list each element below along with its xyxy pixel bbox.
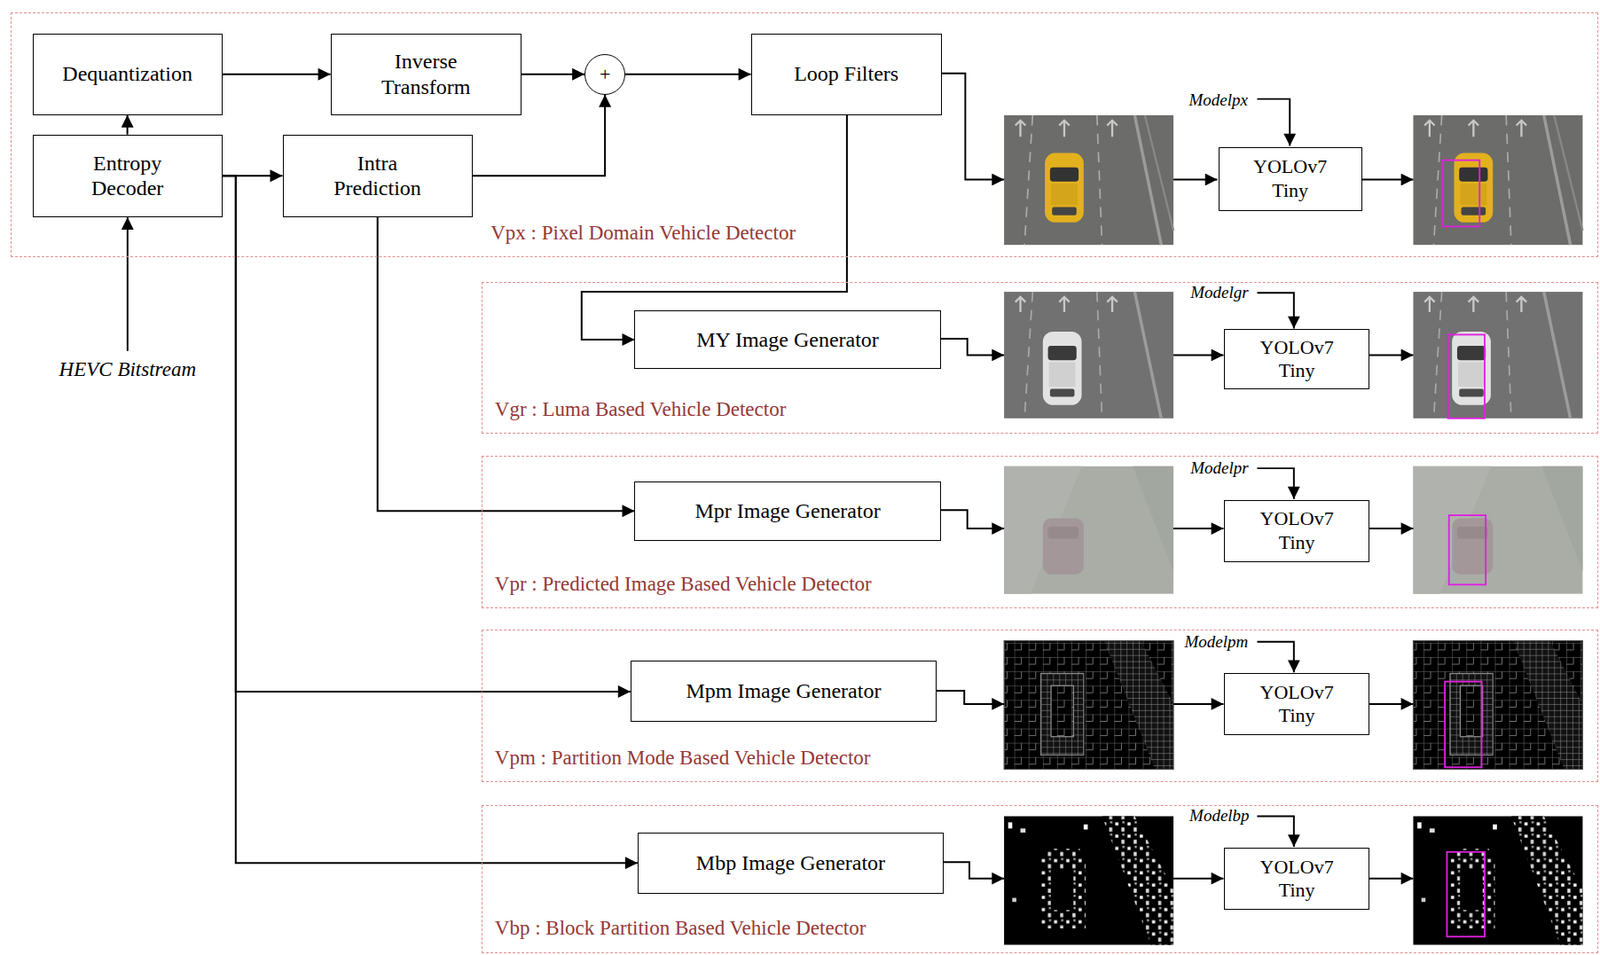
bounding-box	[1443, 160, 1480, 228]
model-label: Modelbp	[1189, 806, 1250, 826]
process-box: Loop Filters	[751, 33, 942, 116]
flow-arrow	[521, 73, 585, 76]
process-box: Mpr Image Generator	[634, 481, 941, 542]
model-label: Modelpm	[1184, 632, 1249, 652]
box-label: Entropy Decoder	[70, 150, 185, 203]
box-label: +	[599, 64, 611, 85]
detector-region: Vpr : Predicted Image Based Vehicle Dete…	[481, 455, 1599, 608]
output-frame	[1412, 291, 1583, 419]
signal-wires	[127, 73, 1414, 879]
box-label: Dequantization	[62, 61, 193, 87]
flow-arrow	[222, 73, 331, 76]
process-box: YOLOv7 Tiny	[1223, 847, 1369, 910]
process-box: YOLOv7 Tiny	[1223, 329, 1369, 390]
process-box: Mbp Image Generator	[637, 832, 944, 895]
region-label: Vgr : Luma Based Vehicle Detector	[494, 398, 787, 422]
output-frame	[1412, 816, 1583, 946]
region-label: Vpr : Predicted Image Based Vehicle Dete…	[494, 572, 872, 597]
box-label: YOLOv7 Tiny	[1250, 855, 1343, 903]
output-frame	[1412, 641, 1583, 770]
detector-region: Vgr : Luma Based Vehicle Detector MY Imag…	[481, 282, 1599, 434]
box-label: Inverse Transform	[368, 48, 484, 101]
sum-junction: +	[584, 54, 626, 95]
bounding-box	[1444, 682, 1482, 769]
region-label: Vpx : Pixel Domain Vehicle Detector	[490, 221, 796, 245]
region-label: Vpm : Partition Mode Based Vehicle Detec…	[494, 746, 871, 770]
process-box: YOLOv7 Tiny	[1223, 673, 1369, 736]
bounding-box	[1448, 334, 1485, 418]
region-label: Vbp : Block Partition Based Vehicle Dete…	[494, 917, 867, 941]
process-box: YOLOv7 Tiny	[1223, 500, 1369, 563]
box-label: Intra Prediction	[320, 150, 435, 203]
input-frame	[1003, 115, 1174, 245]
input-frame	[1003, 291, 1174, 419]
detector-region: Vpm : Partition Mode Based Vehicle Detec…	[481, 629, 1599, 784]
process-box: Dequantization	[32, 33, 223, 116]
process-box: Mpm Image Generator	[630, 660, 937, 722]
input-frame	[1003, 641, 1174, 770]
flow-arrow	[126, 115, 129, 135]
process-box: Inverse Transform	[330, 33, 522, 116]
process-box: YOLOv7 Tiny	[1218, 147, 1363, 212]
flow-arrow	[377, 217, 636, 511]
process-box: Entropy Decoder	[32, 134, 223, 218]
flow-arrow	[222, 175, 631, 692]
output-frame	[1412, 115, 1583, 245]
input-frame	[1003, 466, 1174, 595]
bounding-box	[1449, 515, 1486, 585]
output-frame	[1412, 466, 1583, 595]
box-label: Loop Filters	[793, 61, 899, 87]
box-label: MY Image Generator	[696, 327, 879, 353]
box-label: Mbp Image Generator	[696, 850, 886, 877]
bounding-box	[1446, 852, 1485, 938]
box-label: Mpr Image Generator	[694, 498, 880, 525]
model-label: Modelpx	[1188, 90, 1248, 110]
flow-arrow	[625, 73, 752, 76]
box-label: YOLOv7 Tiny	[1244, 155, 1337, 203]
input-frame	[1003, 816, 1174, 946]
input-label: HEVC Bitstream	[59, 358, 197, 382]
model-label: Modelpr	[1190, 458, 1248, 479]
process-box: Intra Prediction	[282, 134, 473, 218]
box-label: YOLOv7 Tiny	[1250, 507, 1343, 555]
box-label: YOLOv7 Tiny	[1250, 336, 1343, 384]
model-label: Modelgr	[1190, 282, 1248, 303]
detector-region: Vbp : Block Partition Based Vehicle Dete…	[481, 805, 1599, 954]
box-label: YOLOv7 Tiny	[1250, 681, 1343, 729]
detector-region: Vpx : Pixel Domain Vehicle Detector Dequa…	[10, 12, 1599, 258]
box-label: Mpm Image Generator	[685, 678, 881, 705]
process-box: MY Image Generator	[634, 310, 941, 370]
